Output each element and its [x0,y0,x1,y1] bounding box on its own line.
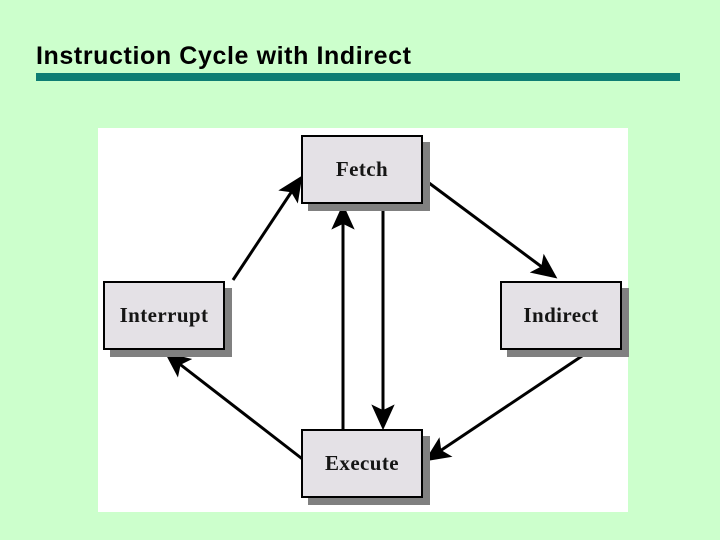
node-interrupt-label: Interrupt [119,303,209,327]
title-underline-rule [36,73,680,81]
node-fetch-label: Fetch [335,157,389,181]
arrow-layer [164,175,589,463]
arrow-interrupt-to-fetch [231,175,303,281]
arrow-fetch-to-indirect [424,178,558,279]
arrow-execute-to-interrupt [164,352,306,463]
diagram-canvas: Fetch Interrupt Indirect Execute [98,128,628,512]
node-interrupt[interactable]: Interrupt [103,281,225,350]
node-indirect[interactable]: Indirect [500,281,622,350]
node-execute-label: Execute [325,451,399,475]
node-indirect-label: Indirect [523,303,599,327]
node-fetch[interactable]: Fetch [301,135,423,204]
page-title: Instruction Cycle with Indirect [36,42,412,70]
arrow-indirect-to-execute [424,350,589,462]
node-execute[interactable]: Execute [301,429,423,498]
title-block: Instruction Cycle with Indirect [0,0,720,110]
